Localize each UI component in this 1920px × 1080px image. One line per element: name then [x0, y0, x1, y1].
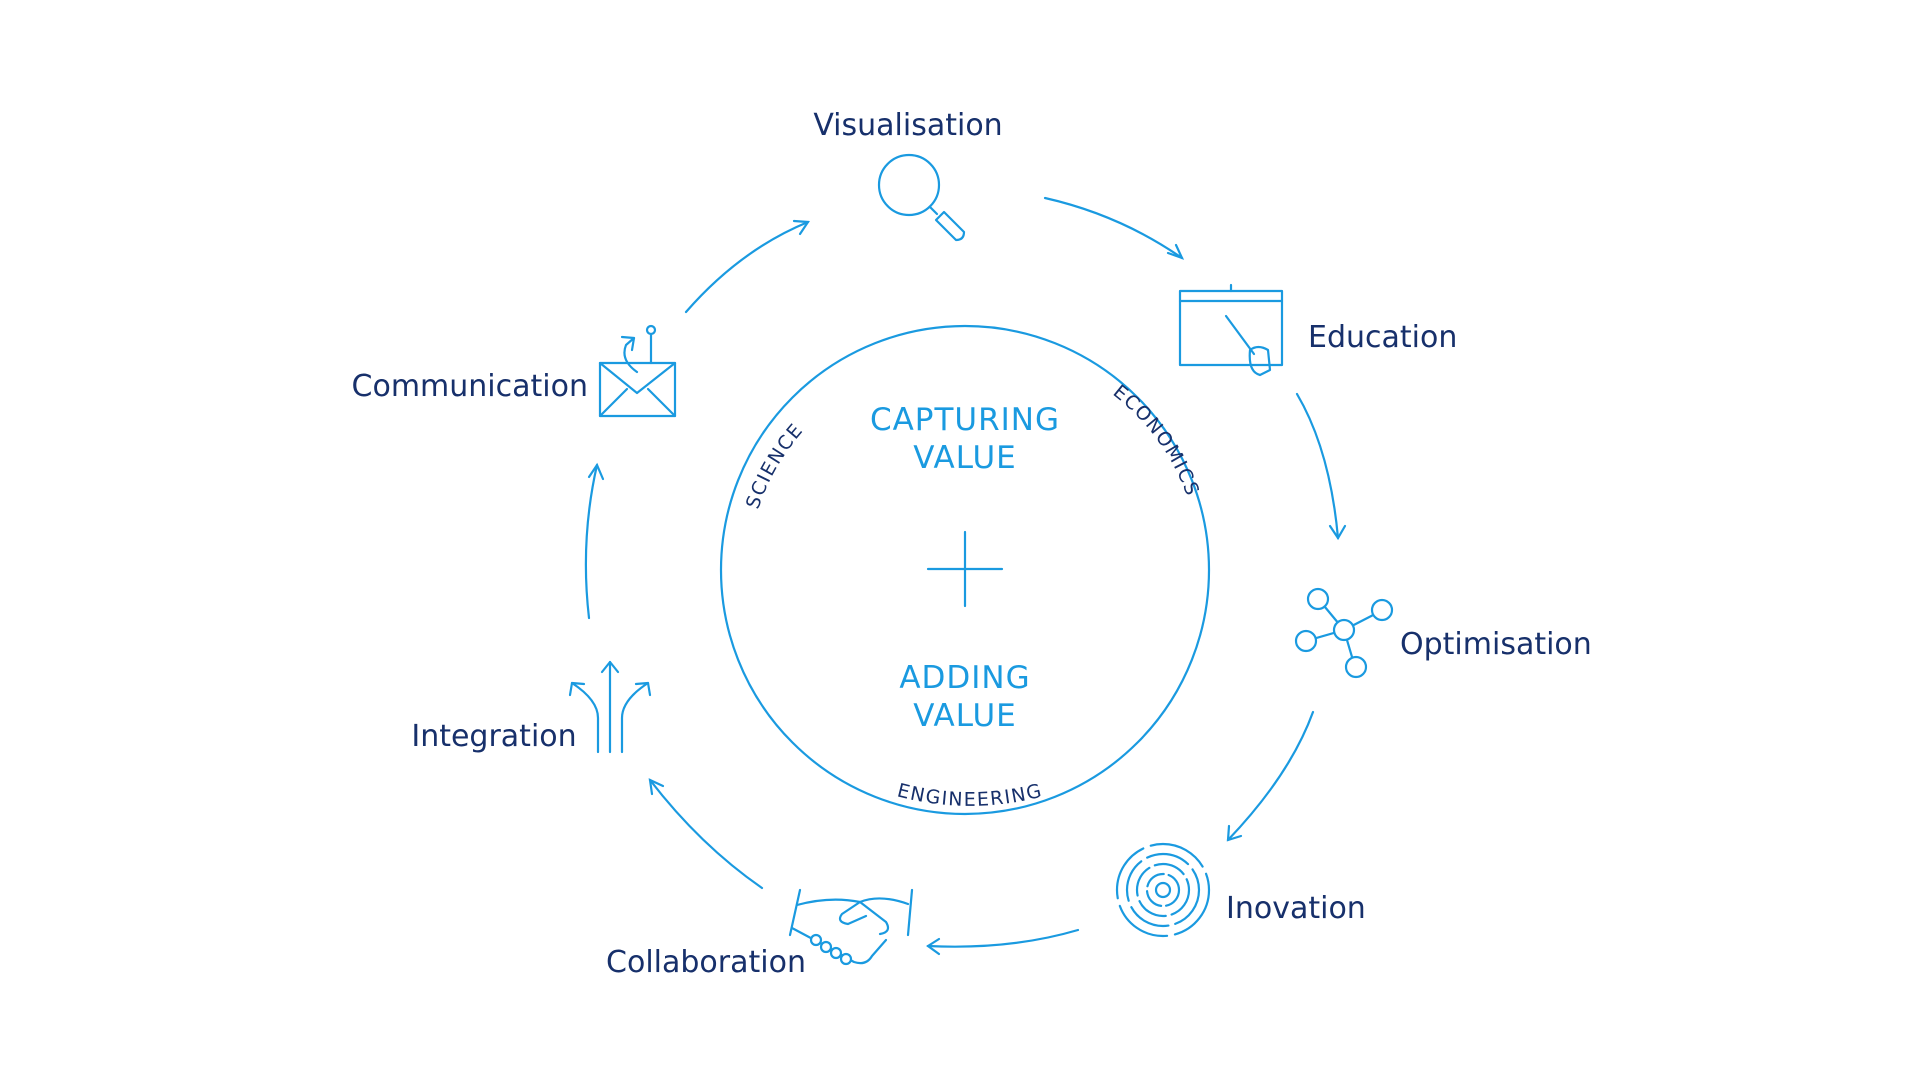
step-integration: Integration	[411, 660, 652, 754]
step-education: Education	[1178, 283, 1457, 377]
ring-word-economics: ECONOMICS	[1109, 381, 1204, 500]
handshake-icon	[788, 888, 914, 966]
ring-word-science: SCIENCE	[742, 419, 808, 512]
arrow-communication-to-visualisation-head	[792, 219, 810, 236]
center-circle	[719, 324, 1211, 816]
step-label-communication: Communication	[352, 369, 588, 404]
step-communication: Communication	[352, 324, 677, 418]
center-bottom-title-line2: VALUE	[913, 698, 1016, 734]
plus-icon	[926, 530, 1004, 608]
step-label-education: Education	[1308, 320, 1457, 355]
step-inovation: Inovation	[1115, 842, 1366, 938]
arrow-integration-to-communication-head	[587, 462, 605, 481]
ring-word-economics-path: ECONOMICS	[1109, 381, 1202, 500]
arrow-visualisation-to-education-head	[1166, 243, 1185, 260]
fingerprint-icon	[1115, 842, 1211, 938]
arrow-integration-to-communication	[584, 463, 599, 620]
cycle-arrows	[584, 196, 1347, 956]
envelope-icon	[598, 324, 677, 418]
step-visualisation: Visualisation	[813, 108, 1003, 242]
arrow-inovation-to-collaboration-head	[926, 937, 941, 956]
step-label-collaboration: Collaboration	[606, 945, 806, 980]
step-collaboration: Collaboration	[606, 888, 914, 980]
network-nodes-icon	[1294, 587, 1394, 679]
step-label-visualisation: Visualisation	[813, 108, 1002, 143]
magnifier-icon	[877, 153, 966, 242]
step-label-inovation: Inovation	[1226, 891, 1366, 926]
arrow-collaboration-to-integration	[648, 778, 764, 890]
arrow-education-to-optimisation-head	[1328, 524, 1347, 541]
arrow-education-to-optimisation	[1295, 392, 1340, 540]
arrow-optimisation-to-inovation	[1226, 710, 1315, 842]
arrow-inovation-to-collaboration	[926, 928, 1080, 948]
arrow-visualisation-to-education	[1043, 196, 1184, 260]
center-top-title-line2: VALUE	[913, 440, 1016, 476]
diverging-arrows-icon	[568, 660, 652, 754]
step-optimisation: Optimisation	[1294, 587, 1592, 679]
center-bottom-title-line1: ADDING	[899, 660, 1030, 696]
center-top-title-line1: CAPTURING	[870, 402, 1060, 438]
step-label-integration: Integration	[411, 719, 576, 754]
arrow-communication-to-visualisation	[684, 220, 810, 314]
step-label-optimisation: Optimisation	[1400, 627, 1592, 662]
arrow-collaboration-to-integration-head	[648, 778, 665, 796]
ring-word-science-path: SCIENCE	[742, 419, 806, 512]
whiteboard-icon	[1178, 283, 1284, 377]
arrow-optimisation-to-inovation-head	[1226, 824, 1243, 842]
